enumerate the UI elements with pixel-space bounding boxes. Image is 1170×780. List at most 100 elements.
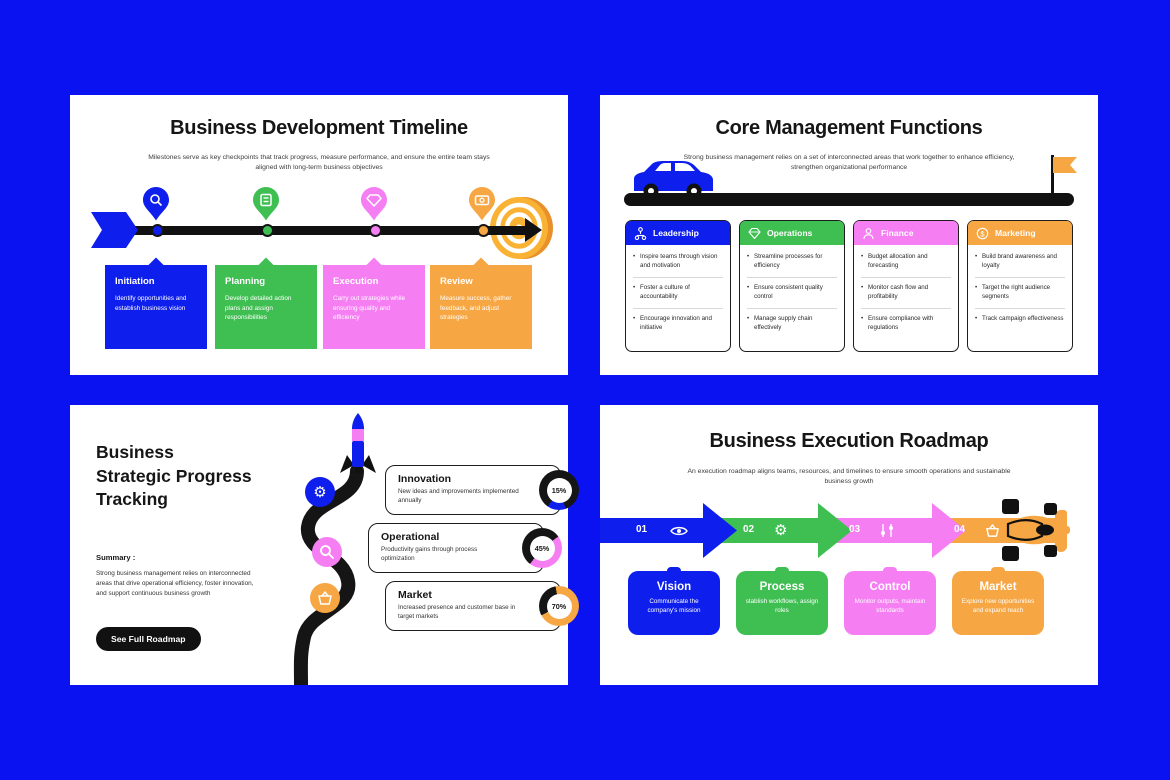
stage-title: Review [440, 276, 473, 287]
donut-percent: 70% [546, 593, 572, 619]
pin-magnifier-icon [143, 187, 169, 221]
column-title: Marketing [995, 228, 1036, 238]
stage-title: Initiation [115, 276, 155, 287]
slide1-title: Business Development Timeline [170, 117, 468, 139]
org-chart-icon [634, 226, 647, 240]
bullet: Target the right audience segments [975, 276, 1065, 308]
column-header: Leadership [626, 221, 730, 245]
bullet: Manage supply chain effectively [747, 307, 837, 339]
column-title: Leadership [653, 228, 699, 238]
step-card-vision: Vision Communicate the company's mission [628, 567, 720, 635]
step-card-control: Control Monitor outputs, maintain standa… [844, 567, 936, 635]
stage-desc: Measure success, gather feedback, and ad… [440, 295, 512, 322]
step-desc: Monitor outputs, maintain standards [854, 598, 926, 615]
step-number: 04 [954, 524, 966, 535]
column-leadership: Leadership Inspire teams through vision … [625, 220, 731, 352]
step-desc: Explore new opportunities and expand rea… [961, 598, 1035, 615]
sliders-icon [880, 523, 894, 538]
step-number: 02 [743, 524, 755, 535]
stage-desc: Carry out strategies while ensuring qual… [333, 295, 406, 322]
metric-desc: New ideas and improvements implemented a… [398, 488, 519, 504]
timeline-dot [477, 224, 490, 237]
svg-text:$: $ [980, 229, 985, 238]
step-title: Market [979, 581, 1017, 593]
summary-label: Summary : [96, 553, 136, 562]
stage-title: Planning [225, 276, 266, 287]
pin-gem-icon [361, 187, 387, 221]
metric-desc: Increased presence and customer base in … [398, 604, 516, 620]
flag-icon [1053, 157, 1077, 173]
flag-pole [1051, 155, 1054, 195]
step-number: 03 [849, 524, 861, 535]
slide4-subtitle: An execution roadmap aligns teams, resou… [687, 468, 1011, 486]
donut-chart-70: 70% [539, 586, 579, 626]
bullet: Ensure compliance with regulations [861, 307, 951, 339]
slide3-title: Business Strategic Progress Tracking [96, 442, 252, 510]
metric-card-market: Market Increased presence and customer b… [385, 581, 579, 631]
column-header: Finance [854, 221, 958, 245]
column-header: Operations [740, 221, 844, 245]
pin-clipboard-icon [253, 187, 279, 221]
timeline-dot [369, 224, 382, 237]
bullet-list: Budget allocation and forecasting Monito… [854, 245, 958, 341]
timeline-line [114, 218, 542, 242]
eye-icon [670, 525, 688, 537]
metric-card-innovation: Innovation New ideas and improvements im… [385, 465, 579, 515]
stage-title: Execution [333, 276, 379, 287]
column-operations: Operations Streamline processes for effi… [739, 220, 845, 352]
magnifier-icon [320, 545, 334, 559]
road [624, 193, 1074, 206]
bullet: Budget allocation and forecasting [861, 247, 951, 277]
gear-icon: ⚙ [774, 522, 788, 539]
bullet: Monitor cash flow and profitability [861, 276, 951, 308]
slide1-subtitle: Milestones serve as key checkpoints that… [148, 154, 490, 172]
gear-node: ⚙ [305, 477, 335, 507]
coin-icon: $ [976, 227, 989, 239]
metric-desc: Productivity gains through process optim… [381, 546, 478, 562]
slide4-title: Business Execution Roadmap [709, 430, 989, 452]
gem-icon [748, 227, 761, 239]
rocket-icon [340, 413, 376, 473]
roadmap-arrows [600, 503, 1067, 558]
column-title: Operations [767, 228, 813, 238]
bullet-list: Inspire teams through vision and motivat… [626, 245, 730, 341]
bullet: Ensure consistent quality control [747, 276, 837, 308]
see-full-roadmap-button[interactable]: See Full Roadmap [96, 627, 201, 651]
step-title: Process [759, 581, 805, 593]
stage-desc: Develop detailed action plans and assign… [225, 295, 292, 322]
bullet: Track campaign effectiveness [975, 307, 1065, 330]
metric-title: Market [398, 589, 432, 601]
slide2-title: Core Management Functions [715, 117, 983, 139]
donut-percent: 45% [529, 535, 555, 561]
stage-desc: Identify opportunities and establish bus… [115, 295, 187, 312]
basket-node [310, 583, 340, 613]
stage-card-initiation: Initiation Identify opportunities and es… [105, 265, 207, 349]
stage-card-review: Review Measure success, gather feedback,… [430, 265, 532, 349]
timeline-start-banner-icon [91, 212, 138, 248]
column-title: Finance [881, 228, 914, 238]
step-desc: Communicate the company's mission [647, 598, 701, 615]
step-number: 01 [636, 524, 648, 535]
metric-card-operational: Operational Productivity gains through p… [368, 523, 562, 573]
race-car-icon [1000, 499, 1070, 561]
timeline-dot [151, 224, 164, 237]
bullet: Encourage innovation and initiative [633, 307, 723, 339]
step-title: Vision [656, 581, 692, 593]
slide-business-execution-roadmap: Business Execution Roadmap An execution … [600, 405, 1098, 685]
metric-title: Operational [381, 531, 440, 543]
slide2-subtitle: Strong business management relies on a s… [683, 154, 1015, 172]
donut-chart-45: 45% [522, 528, 562, 568]
step-title: Control [869, 581, 911, 593]
step-desc: stablish workflows, assign roles [745, 598, 819, 615]
column-finance: Finance Budget allocation and forecastin… [853, 220, 959, 352]
step-card-market: Market Explore new opportunities and exp… [952, 567, 1044, 635]
stage-card-planning: Planning Develop detailed action plans a… [215, 265, 317, 349]
slide-core-management-functions: Core Management Functions Strong busines… [600, 95, 1098, 375]
bullet-list: Streamline processes for efficiency Ensu… [740, 245, 844, 341]
bullet: Streamline processes for efficiency [747, 247, 837, 277]
basket-icon [318, 590, 332, 605]
metric-title: Innovation [398, 473, 452, 485]
gear-icon: ⚙ [313, 483, 327, 501]
donut-chart-15: 15% [539, 470, 579, 510]
basket-icon [985, 524, 1000, 538]
